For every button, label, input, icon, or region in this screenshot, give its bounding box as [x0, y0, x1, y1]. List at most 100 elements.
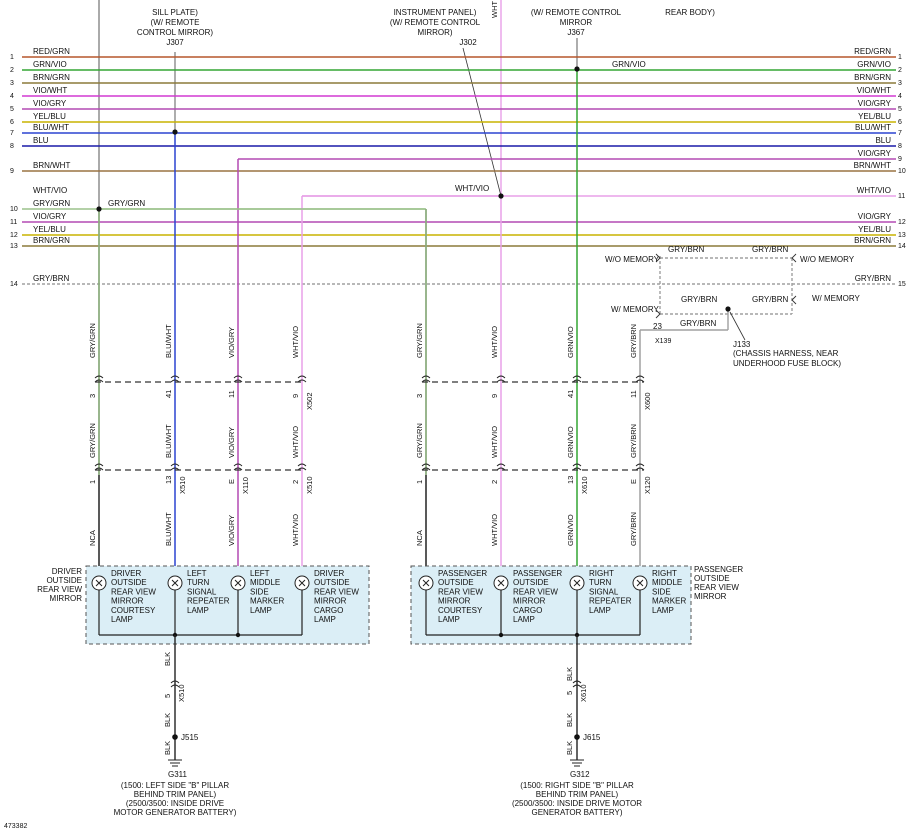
splice-j615	[574, 734, 580, 740]
bus-right-label: BRN/GRN	[854, 73, 891, 82]
bus-left-label: VIO/WHT	[33, 86, 67, 95]
pin-23: 23	[653, 322, 662, 331]
lamp-filament	[171, 579, 179, 587]
drop-wire-label: GRY/BRN	[629, 424, 638, 458]
lamp-label: RIGHT	[652, 569, 677, 578]
bus-left-label: BLU/WHT	[33, 123, 69, 132]
lamp-label: OUTSIDE	[438, 578, 474, 587]
wo-memory-left: W/O MEMORY	[605, 255, 660, 264]
bus-left-label: WHT/VIO	[33, 186, 67, 195]
bus-left-pin: 4	[10, 93, 14, 100]
lamp-label: SIGNAL	[187, 587, 217, 596]
drop-wire-label: GRY/GRN	[88, 423, 97, 458]
lamp-filament	[573, 579, 581, 587]
bus-left-label: YEL/BLU	[33, 112, 66, 121]
title-line: MIRROR	[50, 594, 83, 603]
bus-right-pin: 14	[898, 243, 906, 250]
bus-right-pin: 3	[898, 80, 902, 87]
drop-wire-label: BLU/WHT	[164, 512, 173, 546]
bus-right-label: YEL/BLU	[858, 112, 891, 121]
right-desc: (2500/3500: INSIDE DRIVE MOTOR	[512, 799, 642, 808]
lamp-label: SIGNAL	[589, 587, 619, 596]
lamp-label: MIRROR	[438, 597, 471, 606]
lamp-label: DRIVER	[314, 569, 344, 578]
lamp-label: REAR VIEW	[438, 587, 483, 596]
bus-right-pin: 8	[898, 143, 902, 150]
figure-id: 473382	[4, 823, 27, 830]
connector-pin: 1	[415, 480, 424, 484]
connector-id: X610	[580, 476, 589, 494]
right-ground-connector	[572, 680, 582, 688]
connector-pin: E	[227, 479, 236, 484]
lamp-label: LAMP	[513, 615, 535, 624]
lamp-filament	[234, 579, 242, 587]
title-line: MIRROR	[694, 592, 727, 601]
memory-wire-label: GRY/BRN	[680, 319, 717, 328]
lamp-filament	[636, 579, 644, 587]
drop-wire-label: GRY/GRN	[88, 323, 97, 358]
lamp-label: MIRROR	[111, 597, 144, 606]
drop-wire-label: BLU/WHT	[164, 424, 173, 458]
splice-j367	[574, 66, 580, 72]
bus-left-label: VIO/GRY	[33, 99, 67, 108]
bus-left-label: GRY/BRN	[33, 274, 70, 283]
bus-left-pin: 7	[10, 130, 14, 137]
header-left-location: SILL PLATE) (W/ REMOTE CONTROL MIRROR) J…	[137, 8, 213, 47]
connector-pin: 3	[88, 394, 97, 398]
driver-mirror-title: DRIVER OUTSIDE REAR VIEW MIRROR	[37, 567, 82, 603]
connector-id: X502	[305, 392, 314, 410]
connector-pin: 41	[164, 390, 173, 398]
lamp-label: COURTESY	[438, 606, 483, 615]
bus-right-pin: 5	[898, 106, 902, 113]
drop-wire-label: VIO/GRY	[227, 427, 236, 458]
bus-left-pin: 11	[10, 219, 17, 226]
loc-line: SILL PLATE)	[152, 8, 198, 17]
loc-line: MIRROR	[560, 18, 593, 27]
bus-right-pin: 9	[898, 156, 902, 163]
bus-left-label: YEL/BLU	[33, 225, 66, 234]
bus-left-pin: 1	[10, 54, 14, 61]
left-splice-label: J515	[181, 733, 199, 742]
bus-right-pin: 2	[898, 67, 902, 74]
bus-left-label: BRN/GRN	[33, 73, 70, 82]
bus-right-label: GRN/VIO	[857, 60, 891, 69]
bus-right-label: RED/GRN	[854, 47, 891, 56]
right-desc: GENERATOR BATTERY)	[532, 808, 623, 817]
left-x510: X510	[177, 684, 186, 702]
connector-pin: E	[629, 479, 638, 484]
memory-wire-label: GRY/BRN	[752, 295, 789, 304]
connector-pin: 11	[227, 390, 236, 398]
driver-mirror-panel	[85, 565, 370, 645]
bus-right-pin: 10	[898, 168, 906, 175]
connector-symbol	[233, 463, 243, 471]
drop-wire-label: VIO/GRY	[227, 327, 236, 358]
bus-right-pin: 4	[898, 93, 902, 100]
bus-right-label: WHT/VIO	[857, 186, 891, 195]
lamp-label: CARGO	[513, 606, 542, 615]
title-line: REAR VIEW	[37, 585, 82, 594]
title-line: DRIVER	[52, 567, 82, 576]
connector-id: X600	[643, 392, 652, 410]
lamp-label: SIDE	[652, 587, 671, 596]
memory-section: W/O MEMORY W/O MEMORY W/ MEMORY W/ MEMOR…	[605, 245, 861, 368]
connector-x139: X139	[655, 338, 671, 345]
lamp-label: OUTSIDE	[314, 578, 350, 587]
lamp-label: LEFT	[250, 569, 270, 578]
lamp-label: LAMP	[250, 606, 272, 615]
lamp-label: MARKER	[652, 597, 686, 606]
w-memory-right: W/ MEMORY	[812, 294, 861, 303]
connector-pin: 13	[164, 476, 173, 484]
bus-left-pin: 13	[10, 243, 18, 250]
bus-left-pin: 12	[10, 232, 18, 239]
loc-line: INSTRUMENT PANEL)	[394, 8, 477, 17]
bus-left-pin: 3	[10, 80, 14, 87]
bus-left-pin: 8	[10, 143, 14, 150]
bus-left-pin: 9	[10, 168, 14, 175]
title-line: PASSENGER	[694, 565, 743, 574]
left-blk-label: BLK	[163, 652, 172, 666]
splice-j515	[172, 734, 178, 740]
drop-wire-label: GRN/VIO	[566, 426, 575, 458]
lamp-label: MIDDLE	[652, 578, 682, 587]
